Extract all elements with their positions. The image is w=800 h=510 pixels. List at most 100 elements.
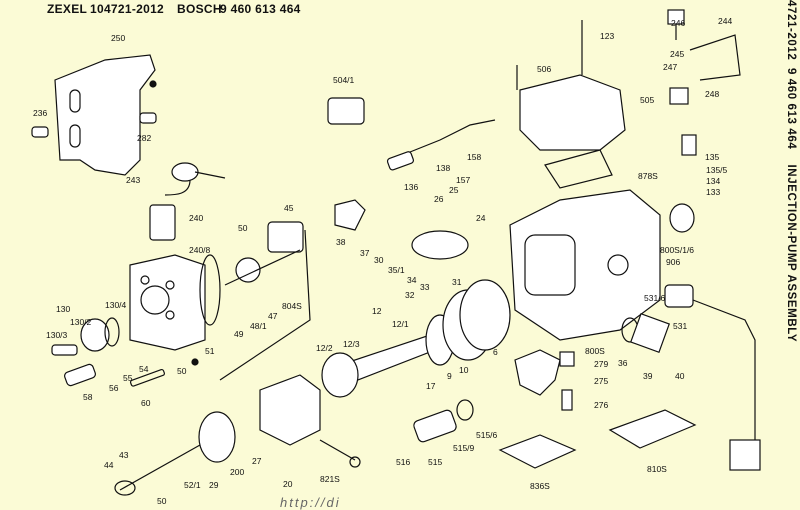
label-135: 135 bbox=[705, 152, 720, 162]
pump-housing bbox=[509, 189, 661, 341]
bolt-282 bbox=[139, 112, 157, 124]
label-50-lower: 50 bbox=[177, 366, 187, 376]
label-52-1: 52/1 bbox=[184, 480, 201, 490]
label-240: 240 bbox=[189, 213, 204, 223]
label-244: 244 bbox=[718, 16, 733, 26]
nut bbox=[149, 80, 157, 88]
label-40: 40 bbox=[675, 371, 685, 381]
label-504-1: 504/1 bbox=[333, 75, 355, 85]
label-29: 29 bbox=[209, 480, 219, 490]
valve-130 bbox=[80, 318, 110, 352]
label-516: 516 bbox=[396, 457, 411, 467]
label-33: 33 bbox=[420, 282, 430, 292]
label-800s-1-6: 800S/1/6 bbox=[660, 245, 695, 255]
kit-810s bbox=[608, 409, 697, 449]
label-60: 60 bbox=[141, 398, 151, 408]
label-39: 39 bbox=[643, 371, 653, 381]
label-30: 30 bbox=[374, 255, 384, 265]
label-810s: 810S bbox=[647, 464, 667, 474]
label-9: 9 bbox=[447, 371, 452, 381]
kit-836s bbox=[498, 434, 577, 469]
label-158: 158 bbox=[467, 152, 482, 162]
label-243: 243 bbox=[126, 175, 141, 185]
label-515: 515 bbox=[428, 457, 443, 467]
label-836s: 836S bbox=[530, 481, 550, 491]
label-58: 58 bbox=[83, 392, 93, 402]
label-135-5: 135/5 bbox=[706, 165, 728, 175]
label-276: 276 bbox=[594, 400, 609, 410]
label-51: 51 bbox=[205, 346, 215, 356]
roller-ring bbox=[259, 374, 321, 446]
label-44: 44 bbox=[104, 460, 114, 470]
label-12-3: 12/3 bbox=[343, 339, 360, 349]
label-43: 43 bbox=[119, 450, 129, 460]
label-250: 250 bbox=[111, 33, 126, 43]
label-10: 10 bbox=[459, 365, 469, 375]
label-38: 38 bbox=[336, 237, 346, 247]
label-138: 138 bbox=[436, 163, 451, 173]
label-246: 246 bbox=[671, 18, 686, 28]
bosch-part-number: 9 460 613 464 bbox=[220, 2, 301, 16]
label-130: 130 bbox=[56, 304, 71, 314]
label-54: 54 bbox=[139, 364, 149, 374]
label-47: 47 bbox=[268, 311, 278, 321]
label-12: 12 bbox=[372, 306, 382, 316]
solenoid bbox=[149, 204, 176, 241]
label-515-6: 515/6 bbox=[476, 430, 498, 440]
label-123: 123 bbox=[600, 31, 615, 41]
label-36: 36 bbox=[618, 358, 628, 368]
label-906: 906 bbox=[666, 257, 681, 267]
label-236: 236 bbox=[33, 108, 48, 118]
label-275: 275 bbox=[594, 376, 609, 386]
label-130-2: 130/2 bbox=[70, 317, 92, 327]
brand-zexel: ZEXEL bbox=[47, 2, 88, 16]
label-20: 20 bbox=[283, 479, 293, 489]
label-279: 279 bbox=[594, 359, 609, 369]
label-505: 505 bbox=[640, 95, 655, 105]
lever bbox=[514, 349, 561, 396]
label-48-1: 48/1 bbox=[250, 321, 267, 331]
label-878s: 878S bbox=[638, 171, 658, 181]
part-58 bbox=[64, 363, 96, 387]
label-245: 245 bbox=[670, 49, 685, 59]
bracket bbox=[54, 54, 156, 176]
watermark: http://di bbox=[280, 495, 341, 510]
label-136: 136 bbox=[404, 182, 419, 192]
label-240-8: 240/8 bbox=[189, 245, 211, 255]
label-50-bottom: 50 bbox=[157, 496, 167, 506]
label-56: 56 bbox=[109, 383, 119, 393]
label-515-9: 515/9 bbox=[453, 443, 475, 453]
label-531-6: 531/6 bbox=[644, 293, 666, 303]
label-200: 200 bbox=[230, 467, 245, 477]
label-55: 55 bbox=[123, 373, 133, 383]
label-6: 6 bbox=[493, 347, 498, 357]
label-50: 50 bbox=[238, 223, 248, 233]
label-800s: 800S bbox=[585, 346, 605, 356]
label-130-3: 130/3 bbox=[46, 330, 68, 340]
label-31: 31 bbox=[452, 277, 462, 287]
zexel-part-number: 104721-2012 bbox=[90, 2, 165, 16]
label-49: 49 bbox=[234, 329, 244, 339]
label-12-2: 12/2 bbox=[316, 343, 333, 353]
label-248: 248 bbox=[705, 89, 720, 99]
label-17: 17 bbox=[426, 381, 436, 391]
label-37: 37 bbox=[360, 248, 370, 258]
cover bbox=[519, 74, 626, 151]
label-247: 247 bbox=[663, 62, 678, 72]
o-ring-51 bbox=[199, 254, 221, 326]
label-27: 27 bbox=[252, 456, 262, 466]
label-531: 531 bbox=[673, 321, 688, 331]
label-130-4: 130/4 bbox=[105, 300, 127, 310]
label-12-1: 12/1 bbox=[392, 319, 409, 329]
label-821s: 821S bbox=[320, 474, 340, 484]
label-506: 506 bbox=[537, 64, 552, 74]
label-133: 133 bbox=[706, 187, 721, 197]
label-157: 157 bbox=[456, 175, 471, 185]
label-804s: 804S bbox=[282, 301, 302, 311]
label-35-1: 35/1 bbox=[388, 265, 405, 275]
brand-bosch: BOSCH bbox=[177, 2, 222, 16]
label-45: 45 bbox=[284, 203, 294, 213]
label-134: 134 bbox=[706, 176, 721, 186]
label-25: 25 bbox=[449, 185, 459, 195]
